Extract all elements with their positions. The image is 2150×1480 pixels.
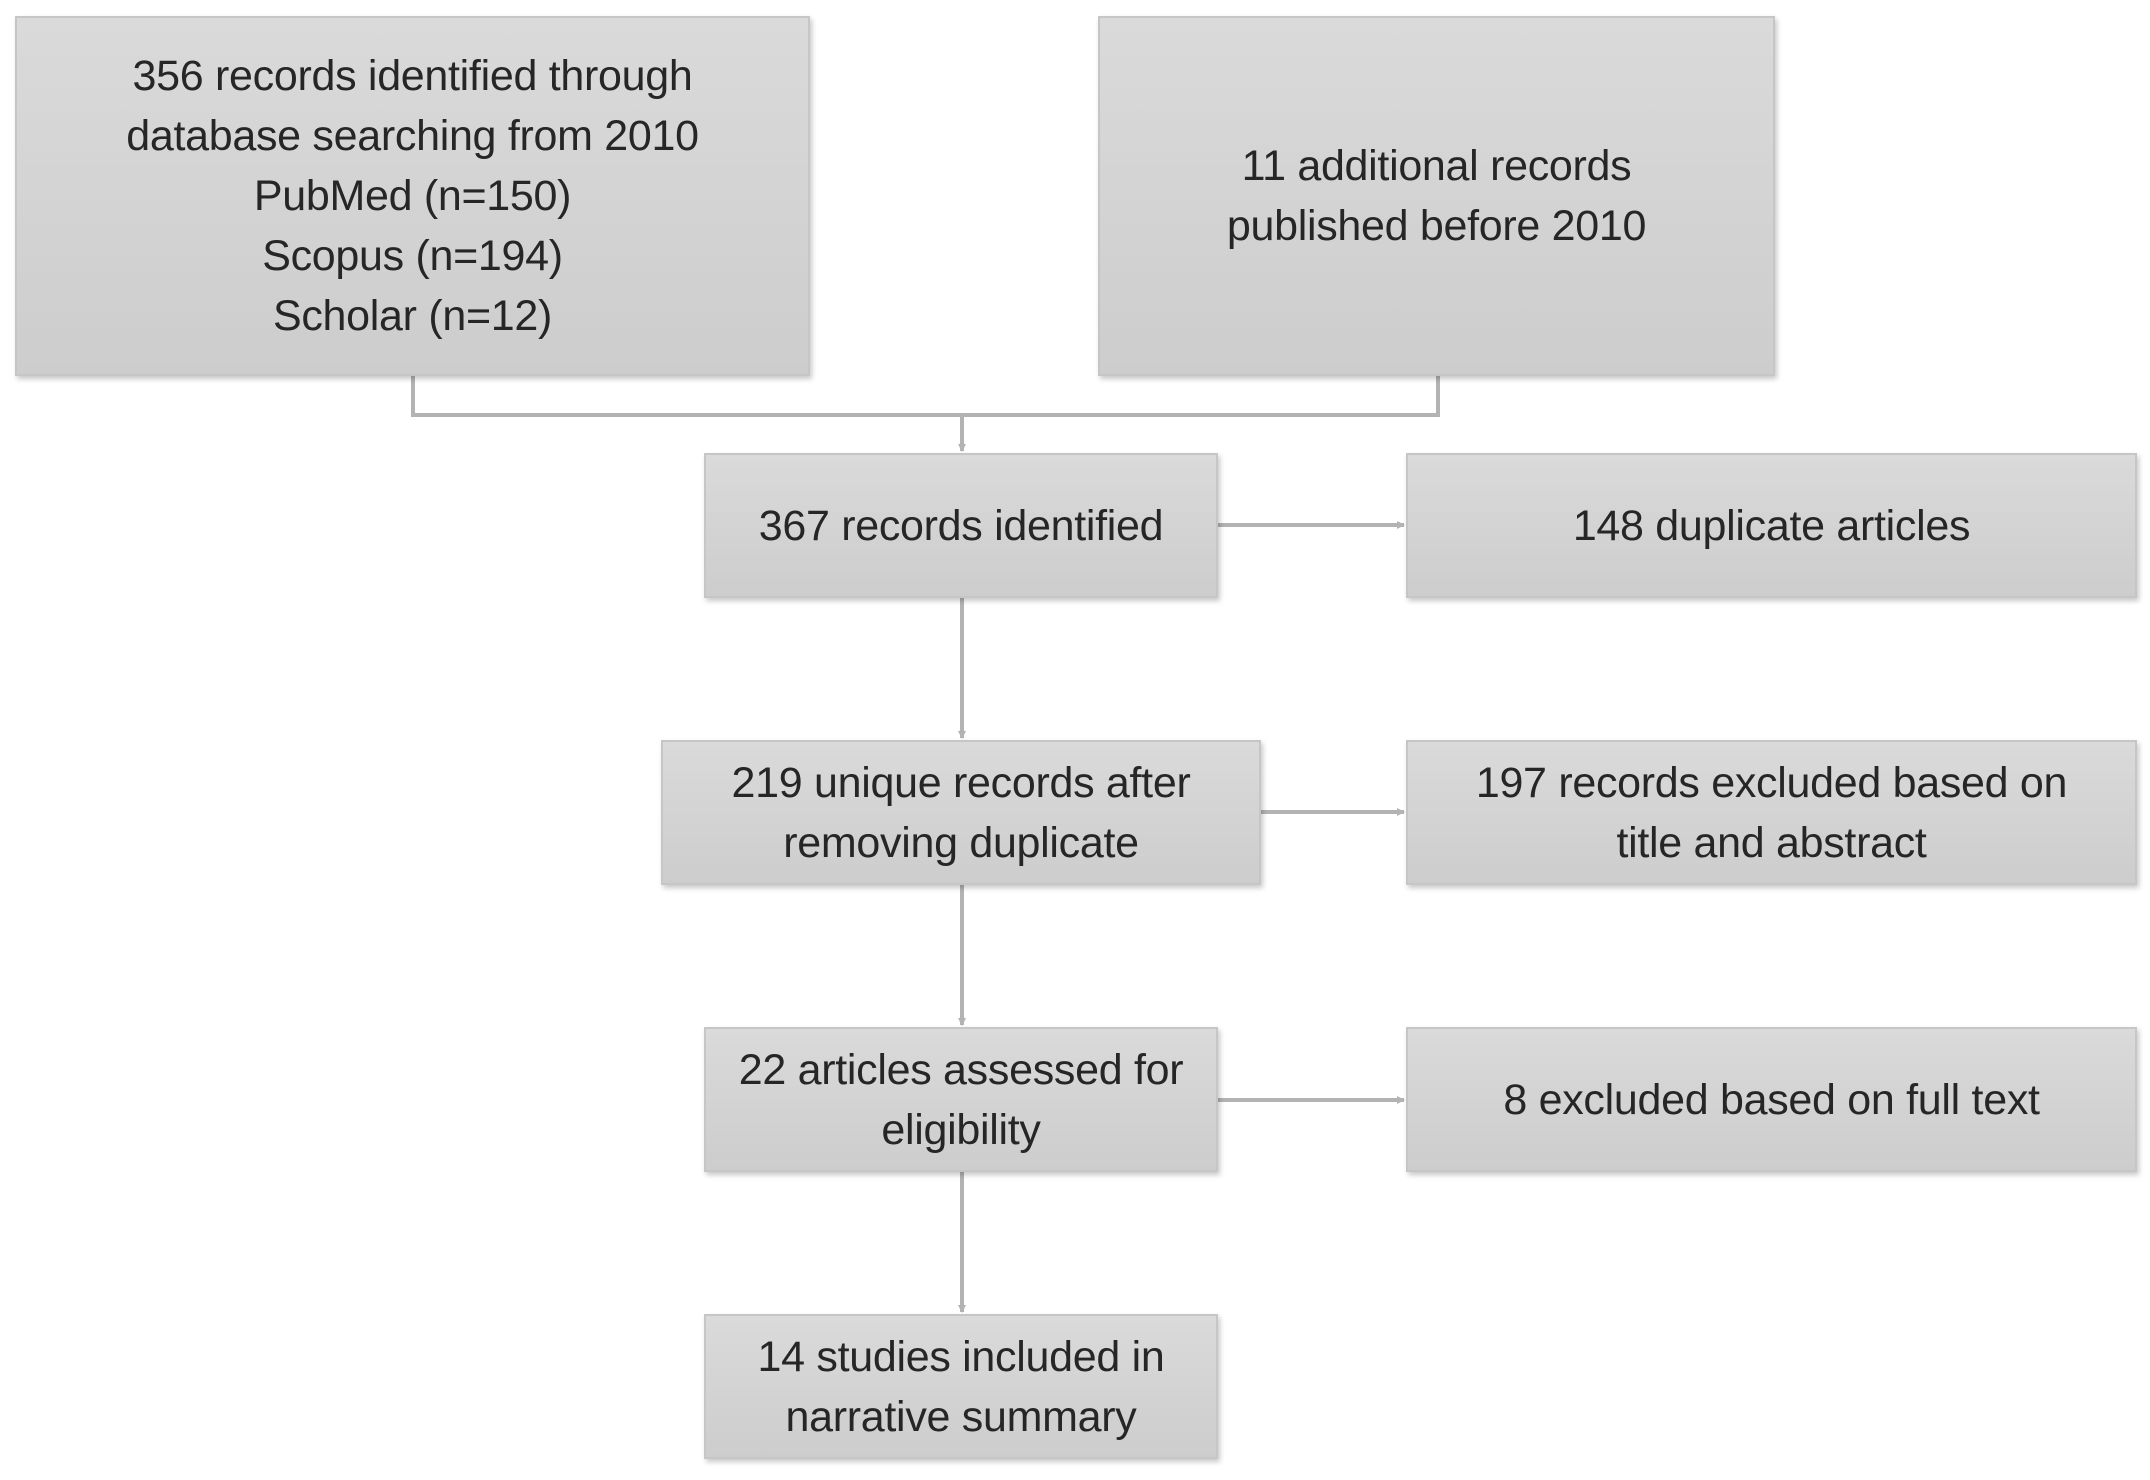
box-text-line: 11 additional records	[1241, 142, 1632, 190]
duplicates-text: 148 duplicate articles	[1572, 496, 1971, 556]
box-text-line: 367 records identified	[758, 501, 1164, 550]
database-search-text: 356 records identified through database …	[126, 46, 699, 346]
additional-records-box: 11 additional records published before 2…	[1098, 16, 1775, 376]
box-text-line: 22 articles assessed for	[738, 1045, 1184, 1094]
additional-records-text: 11 additional records published before 2…	[1226, 136, 1647, 256]
box-text-line: 356 records identified through	[132, 52, 693, 100]
merge-connector	[411, 376, 1440, 417]
box-text-line: database searching from 2010	[126, 112, 699, 160]
included-studies-box: 14 studies included in narrative summary	[704, 1314, 1218, 1459]
box-text-line: 148 duplicate articles	[1572, 501, 1971, 550]
duplicates-box: 148 duplicate articles	[1406, 453, 2137, 598]
box-text-line: 14 studies included in	[757, 1332, 1165, 1381]
unique-records-text: 219 unique records after removing duplic…	[732, 753, 1191, 873]
box-text-line: 8 excluded based on full text	[1503, 1075, 2040, 1124]
box-text-line: 197 records excluded based on	[1475, 758, 2068, 807]
assessed-eligibility-box: 22 articles assessed for eligibility	[704, 1027, 1218, 1172]
box-text-line: 219 unique records after	[731, 758, 1191, 807]
excluded-title-abstract-box: 197 records excluded based on title and …	[1406, 740, 2137, 885]
records-identified-box: 367 records identified	[704, 453, 1218, 598]
box-text-line: PubMed (n=150)	[253, 172, 572, 220]
box-text-line: Scopus (n=194)	[262, 232, 563, 280]
unique-records-box: 219 unique records after removing duplic…	[661, 740, 1261, 885]
box-text-line: published before 2010	[1226, 202, 1647, 250]
box-text-line: title and abstract	[1616, 818, 1927, 867]
excluded-title-abstract-text: 197 records excluded based on title and …	[1475, 753, 2068, 873]
box-text-line: narrative summary	[785, 1392, 1137, 1441]
box-text-line: removing duplicate	[783, 818, 1139, 867]
records-identified-text: 367 records identified	[759, 496, 1164, 556]
excluded-full-text-text: 8 excluded based on full text	[1503, 1070, 2040, 1130]
database-search-box: 356 records identified through database …	[15, 16, 810, 376]
box-text-line: Scholar (n=12)	[272, 292, 553, 340]
box-text-line: eligibility	[881, 1105, 1041, 1154]
excluded-full-text-box: 8 excluded based on full text	[1406, 1027, 2137, 1172]
assessed-eligibility-text: 22 articles assessed for eligibility	[739, 1040, 1184, 1160]
included-studies-text: 14 studies included in narrative summary	[758, 1327, 1165, 1447]
